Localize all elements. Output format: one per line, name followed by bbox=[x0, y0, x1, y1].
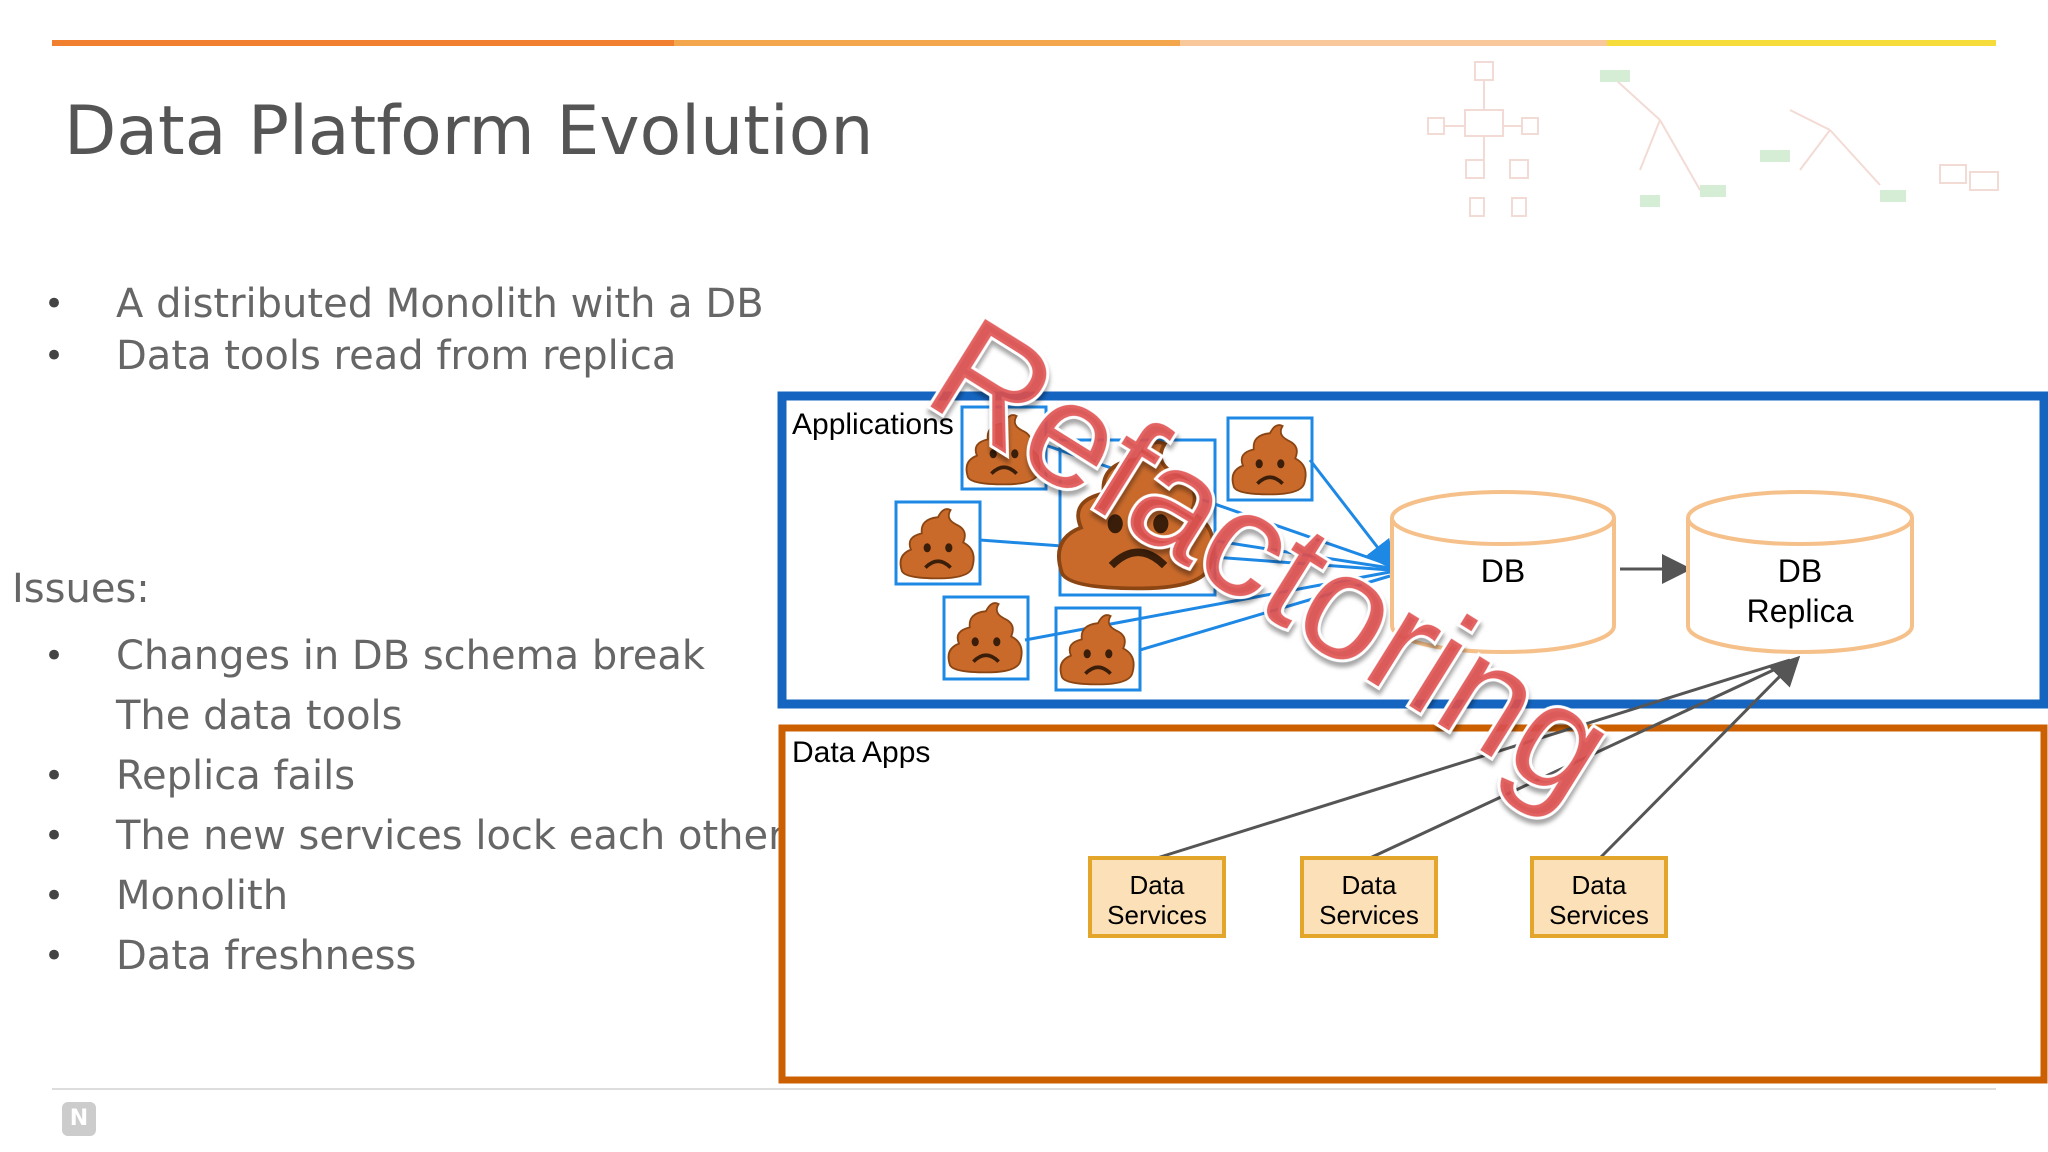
replica-label-line2: Replica bbox=[1747, 593, 1854, 629]
issue-item: The new services lock each other bbox=[44, 806, 785, 866]
footer-logo-icon: N bbox=[62, 1102, 96, 1136]
data-services-box: Data Services bbox=[1530, 856, 1668, 938]
monolith-service-icon bbox=[894, 500, 982, 586]
issues-heading: Issues: bbox=[12, 566, 150, 612]
footer-divider bbox=[52, 1088, 1996, 1090]
data-services-label: Services bbox=[1549, 900, 1649, 930]
data-services-label: Data bbox=[1130, 870, 1185, 900]
data-services-label: Data bbox=[1572, 870, 1627, 900]
applications-container bbox=[777, 391, 2048, 709]
data-services-box: Data Services bbox=[1088, 856, 1226, 938]
replica-label-line1: DB bbox=[1778, 553, 1822, 589]
db-replica-cylinder: DB Replica bbox=[1686, 490, 1914, 654]
page-title: Data Platform Evolution bbox=[64, 92, 874, 171]
db-label: DB bbox=[1481, 553, 1525, 589]
issue-item: Changes in DB schema break bbox=[44, 626, 785, 686]
db-cylinder: DB bbox=[1390, 490, 1616, 654]
top-accent-bar bbox=[52, 40, 1996, 46]
monolith-service-icon bbox=[1226, 416, 1314, 502]
data-services-label: Services bbox=[1319, 900, 1419, 930]
monolith-service-icon bbox=[960, 405, 1048, 491]
data-apps-label: Data Apps bbox=[792, 736, 930, 769]
issues-list: Changes in DB schema break The data tool… bbox=[44, 626, 785, 986]
data-apps-container bbox=[778, 724, 2048, 1084]
bullet-item: Data tools read from replica bbox=[44, 330, 764, 382]
issue-item: Monolith bbox=[44, 866, 785, 926]
data-services-label: Data bbox=[1342, 870, 1397, 900]
applications-label: Applications bbox=[792, 408, 954, 441]
monolith-service-icon bbox=[942, 595, 1030, 681]
data-services-label: Services bbox=[1107, 900, 1207, 930]
bullet-item: A distributed Monolith with a DB bbox=[44, 278, 764, 330]
issue-item-continuation: The data tools bbox=[116, 693, 403, 739]
issue-item: Replica fails bbox=[44, 746, 785, 806]
monolith-service-icon bbox=[1054, 606, 1142, 692]
intro-bullets: A distributed Monolith with a DB Data to… bbox=[44, 278, 764, 382]
issue-item: Data freshness bbox=[44, 926, 785, 986]
data-services-box: Data Services bbox=[1300, 856, 1438, 938]
monolith-core-icon bbox=[1059, 440, 1215, 597]
